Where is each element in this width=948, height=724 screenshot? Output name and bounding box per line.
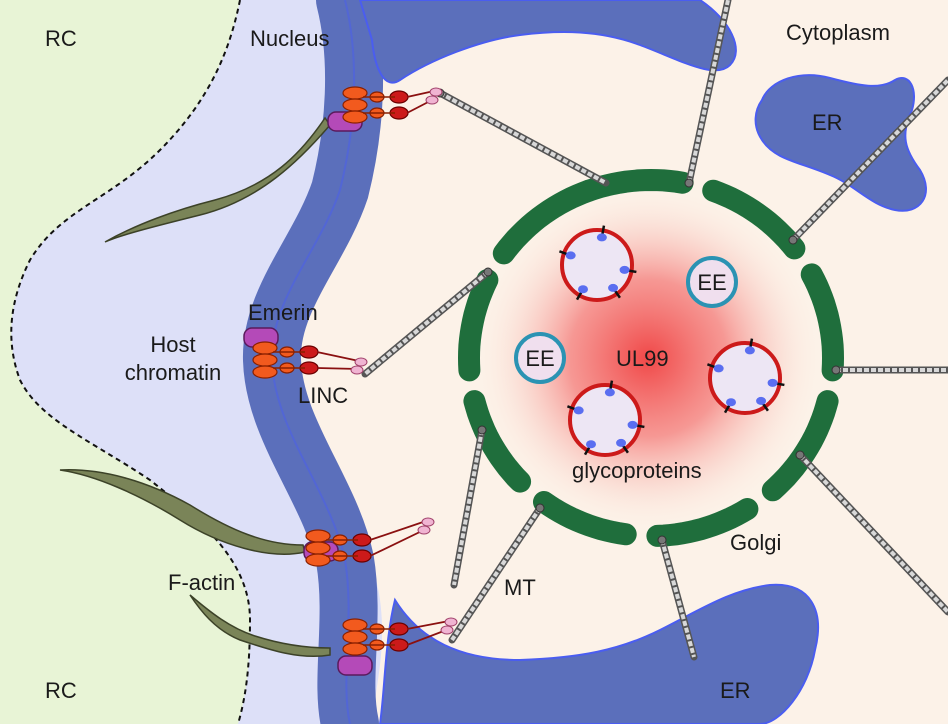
linc-complex-1 <box>342 86 443 124</box>
microtubule-9 <box>795 450 948 616</box>
golgi-segment-6 <box>533 491 637 546</box>
microtubule-5 <box>657 535 698 661</box>
glycoprotein <box>744 346 755 355</box>
glycoprotein <box>767 378 778 387</box>
glycoprotein <box>713 364 724 373</box>
f-actin-label: F-actin <box>168 570 235 595</box>
glycoprotein <box>604 388 615 397</box>
emerin-label: Emerin <box>248 300 318 325</box>
golgi-segment-8 <box>457 269 499 382</box>
glycoprotein <box>586 440 596 449</box>
vesicle-2 <box>706 338 785 415</box>
microtubule-6 <box>684 0 732 188</box>
early-endosome-right: EE <box>686 256 738 308</box>
golgi-segment-5 <box>646 498 759 547</box>
microtubule-2 <box>361 267 493 378</box>
glycoprotein <box>619 265 630 274</box>
vesicle-1 <box>558 225 637 302</box>
microtubules <box>361 0 948 661</box>
glycoprotein <box>596 233 607 242</box>
emerin-protein-4 <box>337 655 373 676</box>
golgi-ring <box>457 168 845 547</box>
vesicle-3 <box>566 380 645 457</box>
golgi-segment-1 <box>577 168 694 202</box>
er-lobe-top-left <box>358 0 737 84</box>
mt-label: MT <box>504 575 536 600</box>
er-bottom <box>378 583 819 724</box>
host-chromatin-label-line1: Host <box>150 332 195 357</box>
glycoprotein <box>616 438 627 447</box>
er-bottom-label: ER <box>720 678 751 703</box>
golgi-segment-7 <box>463 390 532 493</box>
golgi-segment-4 <box>761 390 839 502</box>
microtubule-7 <box>788 76 948 245</box>
linc-complex-4 <box>342 617 458 656</box>
linc-label: LINC <box>298 383 348 408</box>
glycoprotein <box>608 283 619 292</box>
glycoprotein <box>627 420 638 429</box>
replication-compartment <box>0 0 250 724</box>
linc-complex-3 <box>305 517 435 567</box>
er-top-label: ER <box>812 110 843 135</box>
f-actin-fiber-1 <box>104 116 331 243</box>
ee-left-label: EE <box>525 346 554 371</box>
f-actin-fiber-3 <box>189 594 331 658</box>
replication-compartment-border <box>10 0 252 724</box>
rc-top-label: RC <box>45 26 77 51</box>
ee-right-label: EE <box>697 270 726 295</box>
cytoplasm-label: Cytoplasm <box>786 20 890 45</box>
linc-complexes <box>252 86 458 656</box>
glycoprotein <box>726 398 736 407</box>
golgi-segment-9 <box>492 179 600 265</box>
nucleus-label: Nucleus <box>250 26 329 51</box>
glycoprotein <box>565 251 576 260</box>
early-endosome-left: EE <box>514 332 566 384</box>
microtubule-3 <box>450 425 487 589</box>
glycoprotein <box>573 406 584 415</box>
golgi-segment-3 <box>800 263 845 382</box>
microtubule-4 <box>448 503 545 644</box>
glycoproteins-label: glycoproteins <box>572 458 702 483</box>
ul99-label: UL99 <box>616 346 669 371</box>
golgi-label: Golgi <box>730 530 781 555</box>
f-actin-fiber-2 <box>59 469 306 555</box>
vesicles <box>558 225 785 457</box>
glycoprotein <box>578 285 588 294</box>
glycoprotein <box>756 396 767 405</box>
host-chromatin-label-line2: chromatin <box>125 360 222 385</box>
linc-complex-2 <box>252 341 368 379</box>
microtubule-8 <box>831 365 948 375</box>
rc-bottom-label: RC <box>45 678 77 703</box>
golgi-segment-2 <box>702 179 806 260</box>
er-top-right <box>754 74 927 212</box>
